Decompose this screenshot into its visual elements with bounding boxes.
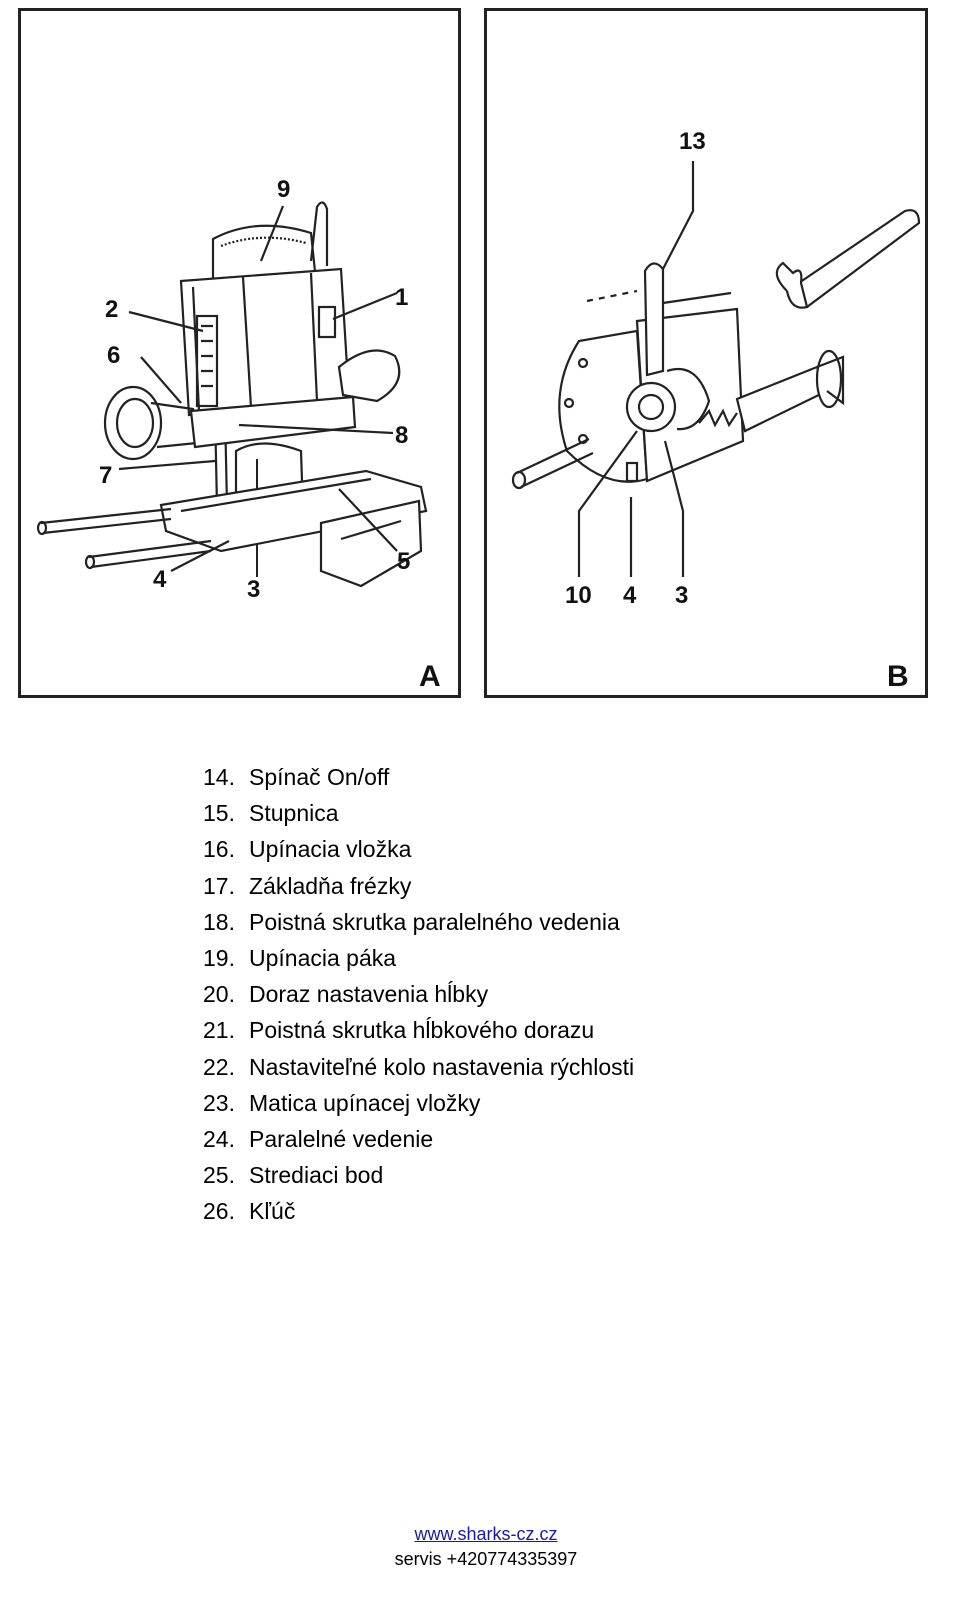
callout-6: 6	[107, 342, 120, 369]
legend-item: 22. Nastaviteľné kolo nastavenia rýchlost…	[203, 1049, 634, 1085]
callout-2: 2	[105, 296, 118, 323]
legend-text: Strediaci bod	[249, 1162, 384, 1189]
legend-number: 18.	[203, 908, 235, 935]
legend-number: 19.	[203, 945, 235, 972]
legend-text: Matica upínacej vložky	[249, 1089, 481, 1116]
legend-number: 23.	[203, 1089, 235, 1116]
legend-text: Kľúč	[249, 1198, 296, 1225]
panel-a-callouts: 9 1 2 6 8 7 5 4 3	[99, 176, 410, 603]
figure-panel-a: 9 1 2 6 8 7 5 4 3 A	[18, 8, 461, 698]
callout-10: 10	[565, 582, 592, 609]
legend-text: Nastaviteľné kolo nastavenia rýchlosti	[249, 1053, 635, 1080]
callout-3b: 3	[675, 582, 688, 609]
legend-item: 21. Poistná skrutka hĺbkového dorazu	[203, 1012, 634, 1048]
legend-text: Poistná skrutka paralelného vedenia	[249, 908, 620, 935]
callout-4b: 4	[623, 582, 637, 609]
legend-item: 19. Upínacia páka	[203, 940, 634, 976]
legend-text: Upínacia páka	[249, 945, 397, 972]
legend-number: 22.	[203, 1053, 235, 1080]
callout-7: 7	[99, 462, 112, 489]
legend-text: Spínač On/off	[249, 764, 390, 790]
service-phone: servis +420774335397	[394, 1549, 578, 1569]
legend-item: 18. Poistná skrutka paralelného vedenia	[203, 904, 634, 940]
legend-text: Doraz nastavenia hĺbky	[249, 981, 489, 1008]
legend-number: 24.	[203, 1126, 235, 1153]
callout-4: 4	[153, 566, 167, 593]
callout-13: 13	[679, 128, 706, 155]
legend-item: 20. Doraz nastavenia hĺbky	[203, 976, 634, 1012]
figure-panel-b: 13 10 4 3 B	[484, 8, 928, 698]
legend-number: 21.	[203, 1017, 235, 1044]
legend-item: 17. Základňa frézky	[203, 868, 634, 904]
legend-item: 16. Upínacia vložka	[203, 831, 634, 867]
callout-9: 9	[277, 176, 290, 203]
legend-item: 14. Spínač On/off	[203, 759, 634, 795]
legend-item: 23. Matica upínacej vložky	[203, 1085, 634, 1121]
router-illustration: 9 1 2 6 8 7 5 4 3 A	[36, 176, 441, 693]
collet-wrench-illustration: 13 10 4 3 B	[511, 128, 921, 693]
legend-number: 15.	[203, 800, 235, 827]
legend-item: 26. Kľúč	[203, 1193, 634, 1229]
legend-number: 25.	[203, 1162, 235, 1189]
legend-item: 24. Paralelné vedenie	[203, 1121, 634, 1157]
legend-text: Upínacia vložka	[249, 836, 412, 863]
panel-a-letter: A	[419, 660, 441, 693]
legend-text: Stupnica	[249, 800, 339, 827]
panel-b-letter: B	[887, 660, 909, 693]
callout-8: 8	[395, 422, 408, 449]
legend-number: 14.	[203, 764, 235, 790]
legend-number: 26.	[203, 1198, 235, 1225]
website-link[interactable]: www.sharks-cz.cz	[414, 1524, 558, 1544]
legend-text: Paralelné vedenie	[249, 1126, 434, 1153]
legend-text: Základňa frézky	[249, 872, 412, 899]
legend-item: 25. Strediaci bod	[203, 1157, 634, 1193]
callout-3: 3	[247, 576, 260, 603]
callout-1: 1	[395, 284, 408, 311]
legend-number: 16.	[203, 836, 235, 863]
parts-legend: 14. Spínač On/off 15. Stupnica 16. Upínacia…	[203, 759, 634, 1230]
callout-5: 5	[397, 548, 410, 575]
panel-b-callouts: 13 10 4 3	[565, 128, 706, 609]
legend-text: Poistná skrutka hĺbkového dorazu	[249, 1017, 595, 1044]
legend-number: 17.	[203, 872, 235, 899]
legend-item: 15. Stupnica	[203, 795, 634, 831]
legend-number: 20.	[203, 981, 235, 1008]
